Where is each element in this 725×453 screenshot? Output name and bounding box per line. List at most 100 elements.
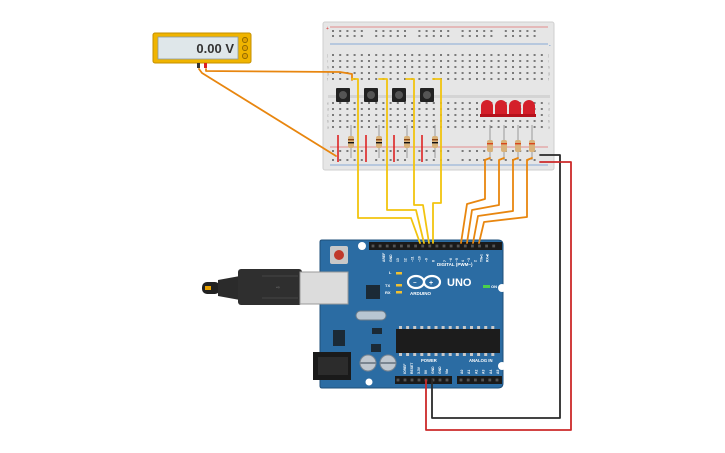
breadboard-hole[interactable] [440, 54, 442, 56]
rail-hole[interactable] [396, 30, 399, 32]
breadboard-hole[interactable] [404, 126, 406, 128]
breadboard-hole[interactable] [504, 66, 507, 68]
breadboard-hole[interactable] [454, 66, 457, 68]
led-wire-2[interactable] [466, 157, 505, 244]
rail-hole[interactable] [375, 150, 378, 152]
breadboard-hole[interactable] [396, 72, 399, 74]
breadboard-hole[interactable] [360, 72, 363, 74]
digital-pin[interactable] [400, 244, 403, 248]
breadboard-hole[interactable] [382, 114, 385, 116]
breadboard-hole[interactable] [461, 108, 464, 110]
breadboard-hole[interactable] [404, 114, 406, 116]
breadboard-hole[interactable] [418, 78, 421, 80]
rail-hole[interactable] [432, 150, 435, 152]
breadboard-hole[interactable] [389, 102, 392, 104]
breadboard-hole[interactable] [382, 66, 385, 68]
rail-hole[interactable] [461, 30, 464, 32]
breadboard-hole[interactable] [360, 78, 363, 80]
rail-hole[interactable] [447, 150, 450, 152]
breadboard-hole[interactable] [454, 54, 457, 56]
analog-pin[interactable] [466, 378, 470, 382]
breadboard-hole[interactable] [490, 120, 493, 122]
rail-hole[interactable] [512, 150, 514, 152]
breadboard-hole[interactable] [468, 72, 471, 74]
breadboard-hole[interactable] [332, 72, 334, 74]
breadboard-hole[interactable] [360, 54, 363, 56]
breadboard-hole[interactable] [483, 120, 486, 122]
breadboard-hole[interactable] [418, 60, 421, 62]
led-wire-4[interactable] [478, 157, 533, 244]
breadboard-hole[interactable] [519, 60, 522, 62]
power-pin[interactable] [438, 378, 442, 382]
usb-plug-body[interactable] [238, 269, 302, 305]
rail-hole[interactable] [389, 150, 392, 152]
breadboard-hole[interactable] [519, 72, 522, 74]
breadboard-hole[interactable] [360, 60, 363, 62]
button-resistors[interactable] [337, 125, 438, 162]
breadboard-hole[interactable] [411, 108, 414, 110]
breadboard-hole[interactable] [404, 78, 406, 80]
rail-hole[interactable] [396, 159, 399, 161]
breadboard-hole[interactable] [432, 60, 435, 62]
breadboard-hole[interactable] [461, 114, 464, 116]
breadboard-hole[interactable] [440, 72, 442, 74]
breadboard-hole[interactable] [382, 72, 385, 74]
gnd-wire[interactable] [431, 154, 561, 419]
rail-hole[interactable] [375, 35, 378, 37]
breadboard-hole[interactable] [490, 54, 493, 56]
breadboard-hole[interactable] [396, 78, 399, 80]
breadboard-hole[interactable] [476, 54, 478, 56]
header-pins[interactable] [371, 244, 499, 382]
breadboard-hole[interactable] [339, 54, 342, 56]
breadboard-hole[interactable] [425, 60, 428, 62]
breadboard-hole[interactable] [339, 120, 342, 122]
breadboard-hole[interactable] [375, 78, 378, 80]
breadboard-hole[interactable] [332, 126, 334, 128]
breadboard-hole[interactable] [353, 108, 356, 110]
breadboard-hole[interactable] [353, 102, 356, 104]
rail-hole[interactable] [382, 150, 385, 152]
breadboard-hole[interactable] [476, 108, 478, 110]
breadboard-hole[interactable] [432, 66, 435, 68]
breadboard-hole[interactable] [483, 78, 486, 80]
rail-hole[interactable] [425, 35, 428, 37]
breadboard-hole[interactable] [533, 78, 536, 80]
rail-hole[interactable] [346, 35, 349, 37]
digital-pin[interactable] [449, 244, 453, 248]
rail-hole[interactable] [396, 35, 399, 37]
breadboard-hole[interactable] [468, 120, 471, 122]
breadboard-hole[interactable] [368, 60, 370, 62]
breadboard-hole[interactable] [476, 60, 478, 62]
rail-hole[interactable] [425, 159, 428, 161]
pushbutton-1-cap[interactable] [339, 91, 347, 99]
breadboard-hole[interactable] [411, 72, 414, 74]
breadboard-hole[interactable] [360, 102, 363, 104]
breadboard-hole[interactable] [346, 108, 349, 110]
breadboard-hole[interactable] [404, 120, 406, 122]
rail-hole[interactable] [339, 150, 342, 152]
power-pin[interactable] [445, 378, 449, 382]
breadboard-hole[interactable] [504, 54, 507, 56]
breadboard-hole[interactable] [512, 72, 514, 74]
breadboard-hole[interactable] [432, 102, 435, 104]
led-4[interactable] [522, 100, 536, 117]
breadboard-hole[interactable] [454, 126, 457, 128]
rail-hole[interactable] [476, 159, 478, 161]
breadboard-hole[interactable] [519, 102, 522, 104]
breadboard-hole[interactable] [360, 108, 363, 110]
power-pin[interactable] [410, 378, 414, 382]
breadboard-hole[interactable] [454, 120, 457, 122]
breadboard-hole[interactable] [454, 60, 457, 62]
breadboard-hole[interactable] [339, 78, 342, 80]
breadboard-hole[interactable] [476, 66, 478, 68]
breadboard-hole[interactable] [468, 60, 471, 62]
rail-hole[interactable] [440, 35, 442, 37]
breadboard-hole[interactable] [540, 102, 543, 104]
breadboard-hole[interactable] [339, 72, 342, 74]
pushbutton-3[interactable] [392, 88, 406, 102]
breadboard-hole[interactable] [540, 120, 543, 122]
breadboard-hole[interactable] [432, 120, 435, 122]
breadboard-hole[interactable] [375, 72, 378, 74]
breadboard-hole[interactable] [339, 108, 342, 110]
breadboard-hole[interactable] [490, 78, 493, 80]
